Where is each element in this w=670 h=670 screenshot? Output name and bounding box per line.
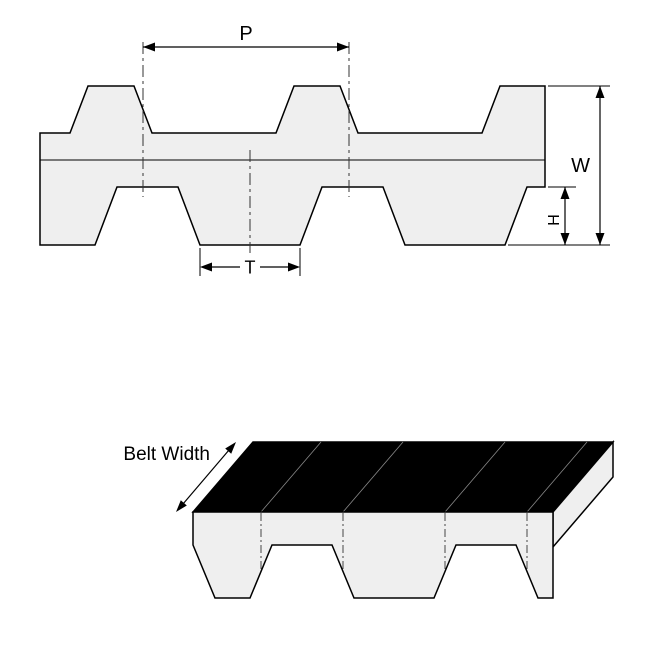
top-surface-line-1 (260, 441, 322, 513)
height-dimension: H (546, 186, 576, 245)
width-arrow-bottom-icon (595, 233, 605, 245)
height-arrow-top-icon (560, 187, 570, 199)
tooth-width-dimension: T (199, 248, 301, 278)
belt-top-surface (191, 441, 615, 513)
belt-profile (39, 85, 546, 246)
width-arrow-top-icon (595, 86, 605, 98)
cross-section-view: P W H T (39, 23, 610, 278)
height-arrow-bottom-icon (560, 233, 570, 245)
pitch-label: P (239, 23, 252, 45)
pitch-arrow-left-icon (143, 42, 155, 52)
belt-width-arrow-lower-icon (176, 500, 187, 512)
top-surface-line-4 (526, 441, 588, 513)
belt-width-label: Belt Width (123, 444, 210, 465)
belt-width-annotation: Belt Width (123, 442, 236, 512)
tooth-arrow-left-icon (200, 262, 212, 272)
perspective-view: Belt Width (123, 439, 615, 599)
width-dimension: W (508, 85, 610, 246)
top-surface-line-2 (342, 441, 404, 513)
belt-width-arrow-line (179, 446, 233, 508)
top-surface-line-3 (444, 441, 506, 513)
belt-front-face (192, 511, 554, 599)
tooth-width-label: T (245, 258, 256, 278)
height-label: H (546, 214, 563, 226)
pitch-arrow-right-icon (337, 42, 349, 52)
belt-width-arrow-upper-icon (225, 442, 236, 454)
pitch-dimension: P (143, 23, 349, 52)
tooth-arrow-right-icon (288, 262, 300, 272)
width-label: W (571, 155, 590, 177)
